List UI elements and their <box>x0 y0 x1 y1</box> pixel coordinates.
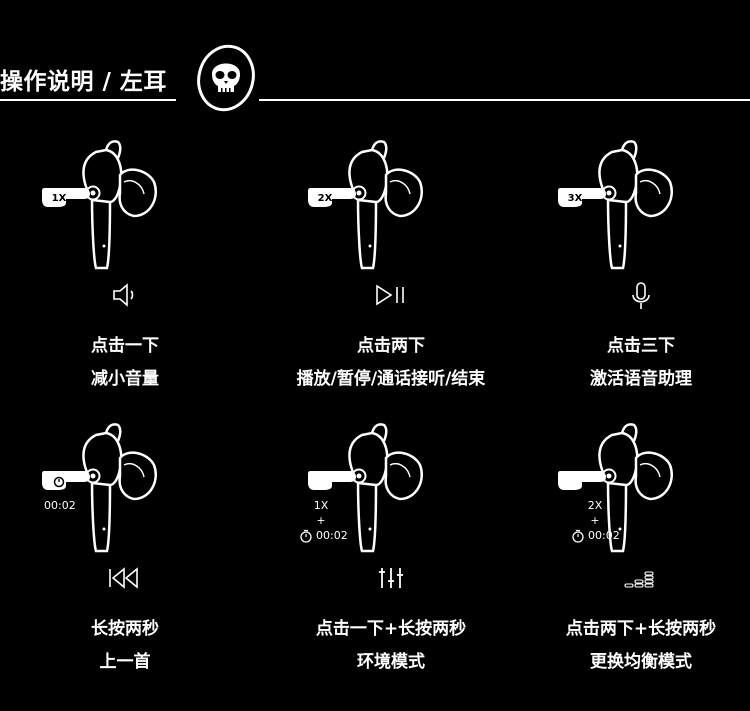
result-label: 上一首 <box>99 652 151 672</box>
stopwatch-icon <box>53 476 65 488</box>
action-label: 点击三下 <box>607 336 675 356</box>
action-label: 点击两下 <box>357 336 425 356</box>
action-label: 点击两下+长按两秒 <box>565 619 717 639</box>
microphone-icon <box>632 282 650 309</box>
earbud-illustration: 2X <box>308 140 424 270</box>
action-label: 点击一下+长按两秒 <box>315 619 467 639</box>
earbud-illustration <box>558 423 674 553</box>
control-triple-tap: 3X 点击三下 激活语音助理 <box>516 140 750 400</box>
svg-text:3X: 3X <box>568 193 583 204</box>
plus-label: + <box>590 514 600 527</box>
control-single-tap: 1X 点击一下 减小音量 <box>0 140 250 400</box>
svg-text:1X: 1X <box>52 193 67 204</box>
volume-down-icon <box>113 283 134 307</box>
earbud-illustration: 3X <box>558 140 674 270</box>
result-label: 环境模式 <box>357 652 425 672</box>
plus-label: + <box>316 514 326 527</box>
result-label: 激活语音助理 <box>590 369 692 389</box>
action-label: 点击一下 <box>91 336 159 356</box>
stopwatch-icon <box>572 529 584 543</box>
header: 操作说明 / 左耳 <box>0 0 750 130</box>
function-icon-wrap <box>0 563 250 597</box>
result-label: 减小音量 <box>91 369 159 389</box>
timer-label: 00:02 <box>588 529 620 542</box>
function-icon-wrap <box>0 280 250 314</box>
result-label: 更换均衡模式 <box>590 652 692 672</box>
function-icon-wrap <box>266 563 516 597</box>
function-icon-wrap <box>266 280 516 314</box>
tap-count-label: 2X <box>587 499 603 512</box>
tap-count-label: 1X <box>313 499 329 512</box>
eq-mode-icon <box>624 571 654 588</box>
title-underline <box>0 99 176 101</box>
control-tap-long-press: 1X + 00:02 点击一下+长按两秒 环境模式 <box>266 423 516 683</box>
play-pause-icon <box>376 284 404 306</box>
earbud-illustration: 1X <box>42 140 158 270</box>
header-rule <box>259 99 750 101</box>
ambient-mode-icon <box>379 568 403 588</box>
timer-label: 00:02 <box>316 529 348 542</box>
tap-count-stack: 1X + <box>296 498 346 528</box>
function-icon-wrap <box>516 280 750 314</box>
control-long-press: 00:02 长按两秒 上一首 <box>0 423 250 683</box>
earbud-illustration <box>42 423 158 553</box>
result-label: 播放/暂停/通话接听/结束 <box>296 369 486 389</box>
page-title: 操作说明 / 左耳 <box>0 69 167 95</box>
previous-track-icon <box>109 567 138 589</box>
svg-text:2X: 2X <box>318 193 333 204</box>
skull-logo-icon <box>197 44 255 112</box>
control-double-tap-long-press: 2X + 00:02 点击两下+长按两秒 更换均衡模式 <box>516 423 750 683</box>
function-icon-wrap <box>516 563 750 597</box>
tap-count-stack: 2X + <box>570 498 620 528</box>
control-double-tap: 2X 点击两下 播放/暂停/通话接听/结束 <box>266 140 516 400</box>
timer-label: 00:02 <box>44 499 76 512</box>
action-label: 长按两秒 <box>91 619 159 639</box>
stopwatch-icon <box>300 529 312 543</box>
